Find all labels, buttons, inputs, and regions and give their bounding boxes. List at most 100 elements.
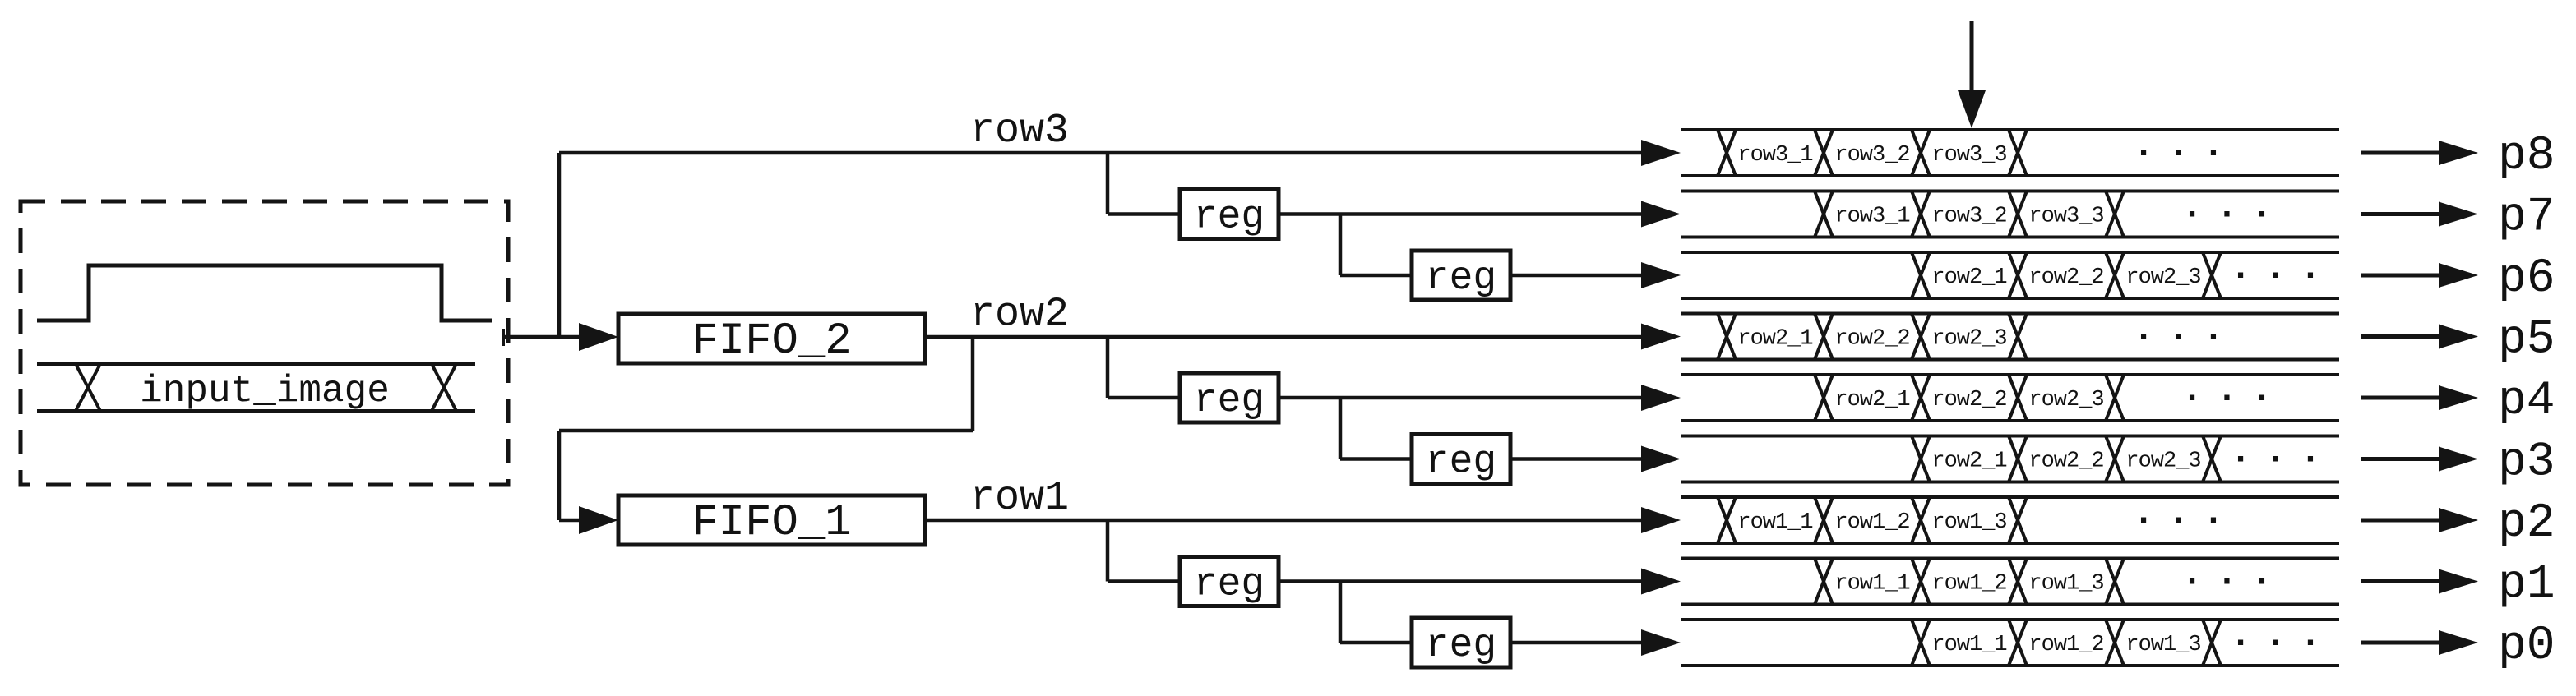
- reg-box: [1409, 248, 1513, 302]
- wave-crossing: [2104, 374, 2125, 422]
- wave-segment-label-row1_1: row1_1: [1931, 633, 2006, 657]
- wave-crossing: [1813, 374, 1834, 422]
- wave-crossing: [1910, 557, 1931, 606]
- input-bus-crossing: [430, 363, 458, 412]
- reg-label: reg: [1194, 196, 1265, 240]
- wave-segment-label-row1_3: row1_3: [1931, 510, 2006, 535]
- wave-segment-label-row1_1: row1_1: [1834, 572, 1909, 597]
- wave-input-arrowhead: [1641, 385, 1681, 411]
- input-valid-pulse-waveform: [37, 263, 492, 323]
- wave-input-arrowhead: [1641, 323, 1681, 350]
- wave-crossing: [1910, 129, 1931, 177]
- reg-label: reg: [1426, 624, 1496, 668]
- wave-crossing: [2007, 312, 2028, 361]
- wave-crossing: [1813, 557, 1834, 606]
- wave-continuation-dots: ···: [2230, 623, 2334, 664]
- output-arrowhead: [2439, 324, 2478, 349]
- input-block-dashed-box: [18, 199, 511, 487]
- wave-segment-label-row2_1: row2_1: [1834, 388, 1909, 413]
- wave-crossing: [2104, 251, 2125, 299]
- wave-crossing: [1716, 312, 1737, 361]
- wave-crossing: [1910, 619, 1931, 666]
- row-label-row2: row2: [970, 292, 1069, 339]
- wave-segment-label-row1_3: row1_3: [2028, 572, 2103, 597]
- wave-crossing: [1910, 312, 1931, 361]
- output-arrowhead: [2439, 446, 2478, 472]
- wave-crossing: [2104, 619, 2125, 666]
- reg-label: reg: [1426, 440, 1496, 485]
- wave-segment-label-row1_2: row1_2: [1931, 572, 2006, 597]
- wave-crossing: [1716, 496, 1737, 544]
- wave-continuation-dots: ···: [2133, 500, 2237, 542]
- wave-crossing: [1910, 190, 1931, 238]
- wave-crossing: [2007, 496, 2028, 544]
- wave-segment-label-row3_3: row3_3: [1931, 143, 2006, 168]
- wave-crossing: [2007, 251, 2028, 299]
- fifo2-input-arrowhead: [579, 323, 618, 351]
- wave-segment-label-row2_2: row2_2: [1834, 327, 1909, 352]
- wave-segment-label-row3_1: row3_1: [1834, 205, 1909, 229]
- wave-crossing: [2201, 435, 2222, 483]
- wave-crossing: [2201, 619, 2222, 666]
- output-arrowhead: [2439, 508, 2478, 532]
- wave-crossing: [1813, 496, 1834, 544]
- output-label-p6: p6: [2498, 252, 2555, 306]
- wave-segment-label-row1_2: row1_2: [1834, 510, 1909, 535]
- output-label-p5: p5: [2498, 314, 2555, 367]
- input-bus-crossing: [74, 363, 102, 412]
- output-arrowhead: [2439, 263, 2478, 288]
- wave-segment-label-row3_2: row3_2: [1834, 143, 1909, 168]
- wave-segment-label-row1_2: row1_2: [2028, 633, 2103, 657]
- output-label-p2: p2: [2498, 497, 2555, 551]
- wave-continuation-dots: ···: [2133, 133, 2237, 174]
- reg-label: reg: [1194, 379, 1265, 423]
- wave-crossing: [2201, 251, 2222, 299]
- wave-crossing: [1813, 190, 1834, 238]
- reg-label: reg: [1426, 256, 1496, 301]
- wave-continuation-dots: ···: [2230, 256, 2334, 297]
- wave-segment-label-row2_3: row2_3: [2125, 265, 2200, 290]
- wave-crossing: [2007, 619, 2028, 666]
- reg-label: reg: [1194, 563, 1265, 607]
- wave-input-arrowhead: [1641, 507, 1681, 533]
- fifo2-label: FIFO_2: [691, 316, 851, 366]
- wave-input-arrowhead: [1641, 262, 1681, 288]
- wave-crossing: [1910, 374, 1931, 422]
- wave-crossing: [2007, 557, 2028, 606]
- output-label-p8: p8: [2498, 130, 2555, 183]
- fifo1-label: FIFO_1: [691, 498, 851, 548]
- wave-continuation-dots: ···: [2181, 378, 2286, 419]
- wave-crossing: [2007, 190, 2028, 238]
- wave-segment-label-row2_3: row2_3: [2028, 388, 2103, 413]
- wave-segment-label-row2_1: row2_1: [1737, 327, 1812, 352]
- wave-input-arrowhead: [1641, 445, 1681, 472]
- wave-continuation-dots: ···: [2133, 317, 2237, 358]
- output-label-p1: p1: [2498, 559, 2555, 612]
- wave-segment-label-row2_1: row2_1: [1931, 449, 2006, 474]
- wave-input-arrowhead: [1641, 201, 1681, 228]
- wave-segment-label-row2_3: row2_3: [2125, 449, 2200, 474]
- wave-crossing: [1813, 129, 1834, 177]
- wave-segment-label-row2_2: row2_2: [2028, 265, 2103, 290]
- wave-input-arrowhead: [1641, 140, 1681, 166]
- output-label-p3: p3: [2498, 436, 2555, 490]
- marker-down-arrowhead: [1958, 90, 1986, 128]
- output-arrowhead: [2439, 141, 2478, 165]
- output-label-p4: p4: [2498, 375, 2555, 428]
- fifo1-input-arrowhead: [579, 506, 618, 534]
- wave-segment-label-row3_3: row3_3: [2028, 205, 2103, 229]
- row-label-row3: row3: [970, 108, 1069, 154]
- output-arrowhead: [2439, 385, 2478, 410]
- wave-segment-label-row3_2: row3_2: [1931, 205, 2006, 229]
- output-arrowhead: [2439, 201, 2478, 227]
- wave-continuation-dots: ···: [2181, 562, 2286, 603]
- row-label-row1: row1: [970, 475, 1069, 522]
- wave-crossing: [1813, 312, 1834, 361]
- wave-crossing: [2007, 129, 2028, 177]
- wave-segment-label-row2_3: row2_3: [1931, 327, 2006, 352]
- wave-crossing: [2104, 557, 2125, 606]
- output-label-p7: p7: [2498, 191, 2555, 245]
- wave-continuation-dots: ···: [2181, 195, 2286, 236]
- wave-continuation-dots: ···: [2230, 440, 2334, 481]
- wave-input-arrowhead: [1641, 629, 1681, 656]
